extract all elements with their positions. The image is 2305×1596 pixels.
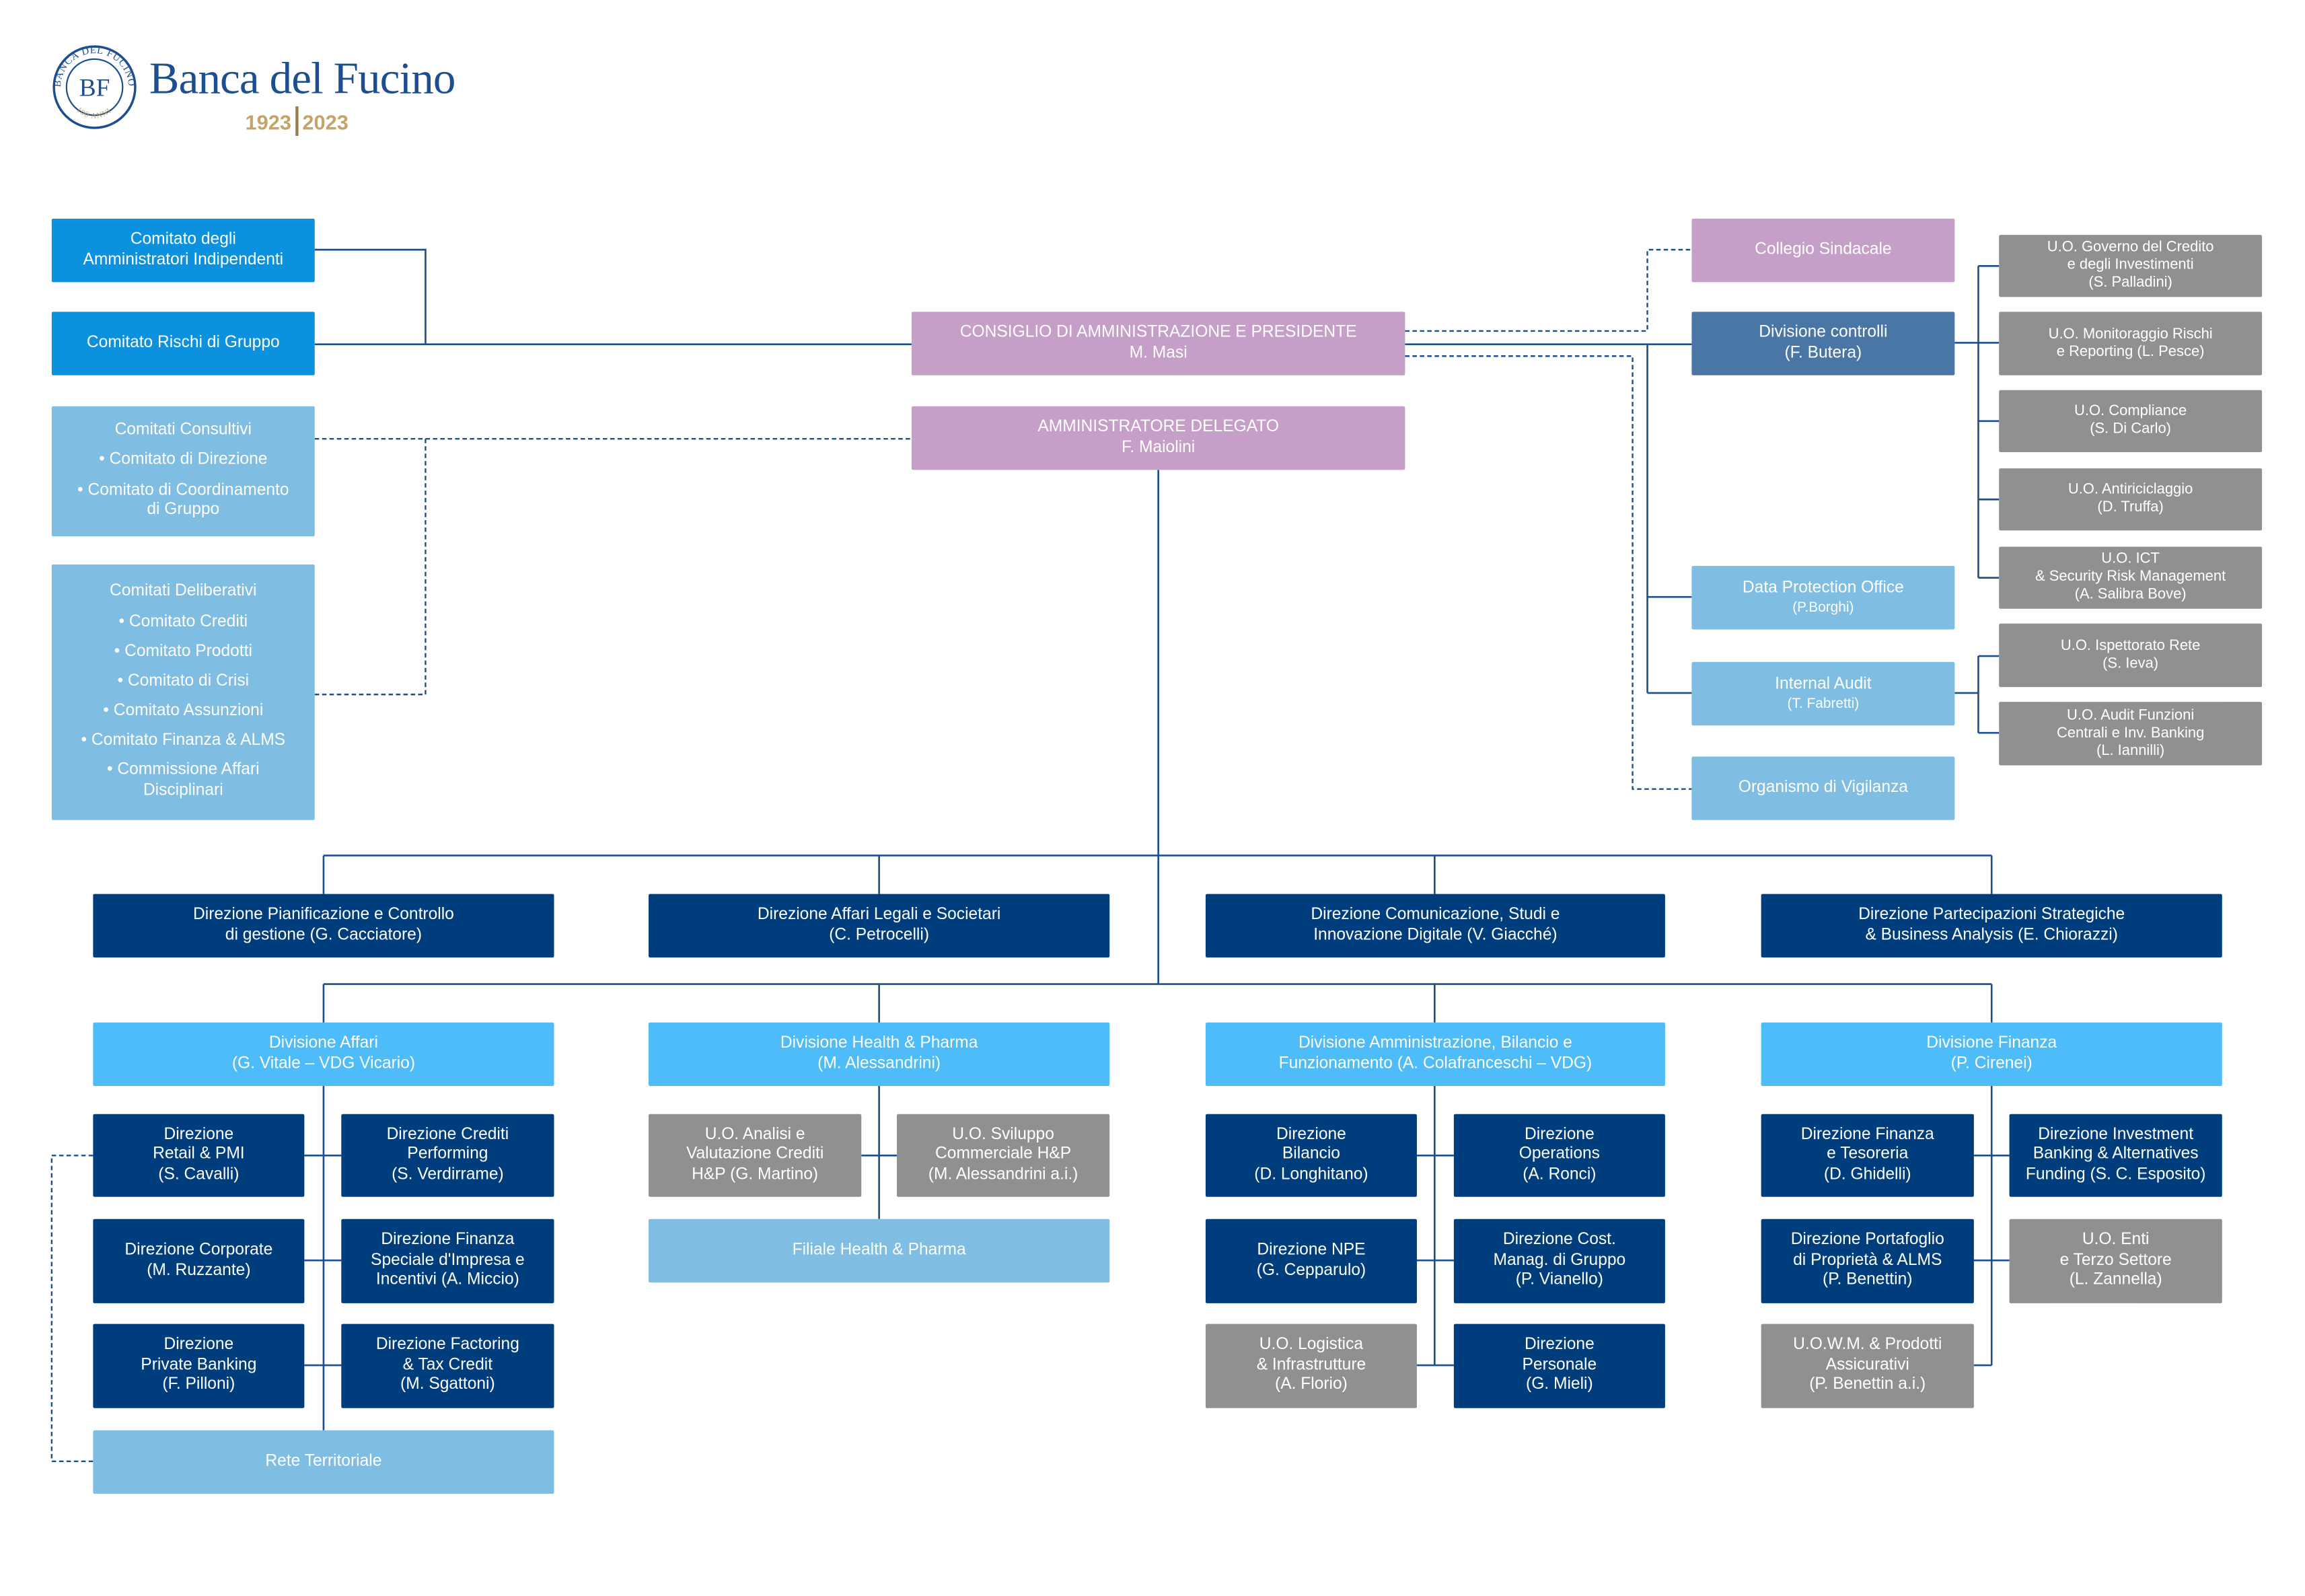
- svg-text:BF: BF: [79, 75, 110, 102]
- uo-logistica-infrastrutture[interactable]: U.O. Logistica& Infrastrutture(A. Florio…: [1205, 1323, 1417, 1408]
- year-start: 1923: [245, 110, 291, 135]
- svg-text:100 ANNI: 100 ANNI: [75, 105, 113, 120]
- year-end: 2023: [302, 110, 349, 135]
- bank-seal-icon: BANCA DEL FUCINO 100 ANNI BF: [52, 45, 137, 129]
- uo-ispettorato-rete[interactable]: U.O. Ispettorato Rete(S. Ieva): [1999, 623, 2263, 688]
- uo-ict-security[interactable]: U.O. ICT& Security Risk Management(A. Sa…: [1999, 546, 2263, 609]
- divisione-affari[interactable]: Divisione Affari(G. Vitale – VDG Vicario…: [93, 1022, 554, 1087]
- direzione-npe[interactable]: Direzione NPE(G. Cepparulo): [1205, 1219, 1417, 1303]
- consiglio-di-amministrazione[interactable]: CONSIGLIO DI AMMINISTRAZIONE E PRESIDENT…: [911, 312, 1405, 375]
- comitato-rischi-di-gruppo[interactable]: Comitato Rischi di Gruppo: [51, 312, 315, 375]
- anniversary-years: 1923 2023: [245, 106, 349, 139]
- rete-territoriale[interactable]: Rete Territoriale: [93, 1430, 554, 1494]
- filiale-health-pharma[interactable]: Filiale Health & Pharma: [649, 1219, 1110, 1283]
- divisione-finanza[interactable]: Divisione Finanza(P. Cirenei): [1761, 1022, 2222, 1087]
- data-protection-office[interactable]: Data Protection Office(P.Borghi): [1691, 566, 1955, 630]
- direzione-cost-management[interactable]: Direzione Cost.Manag. di Gruppo(P. Viane…: [1453, 1219, 1665, 1303]
- direzione-affari-legali[interactable]: Direzione Affari Legali e Societari(C. P…: [649, 894, 1110, 958]
- divisione-controlli[interactable]: Divisione controlli(F. Butera): [1691, 312, 1955, 375]
- divisione-health-pharma[interactable]: Divisione Health & Pharma(M. Alessandrin…: [649, 1022, 1110, 1087]
- collegio-sindacale[interactable]: Collegio Sindacale: [1691, 219, 1955, 283]
- uo-compliance[interactable]: U.O. Compliance(S. Di Carlo): [1999, 390, 2263, 452]
- direzione-corporate[interactable]: Direzione Corporate(M. Ruzzante): [93, 1219, 305, 1303]
- organismo-di-vigilanza[interactable]: Organismo di Vigilanza: [1691, 756, 1955, 820]
- uo-antiriciclaggio[interactable]: U.O. Antiriciclaggio(D. Truffa): [1999, 468, 2263, 531]
- internal-audit[interactable]: Internal Audit(T. Fabretti): [1691, 661, 1955, 726]
- bank-name: Banca del Fucino: [149, 53, 456, 104]
- comitati-deliberativi[interactable]: Comitati Deliberativi • Comitato Crediti…: [51, 564, 315, 820]
- bank-logo: BANCA DEL FUCINO 100 ANNI BF Banca del F…: [52, 44, 495, 139]
- direzione-factoring[interactable]: Direzione Factoring& Tax Credit(M. Sgatt…: [341, 1323, 554, 1408]
- comitati-consultivi[interactable]: Comitati Consultivi • Comitato di Direzi…: [51, 406, 315, 537]
- direzione-partecipazioni-strategiche[interactable]: Direzione Partecipazioni Strategiche& Bu…: [1761, 894, 2222, 958]
